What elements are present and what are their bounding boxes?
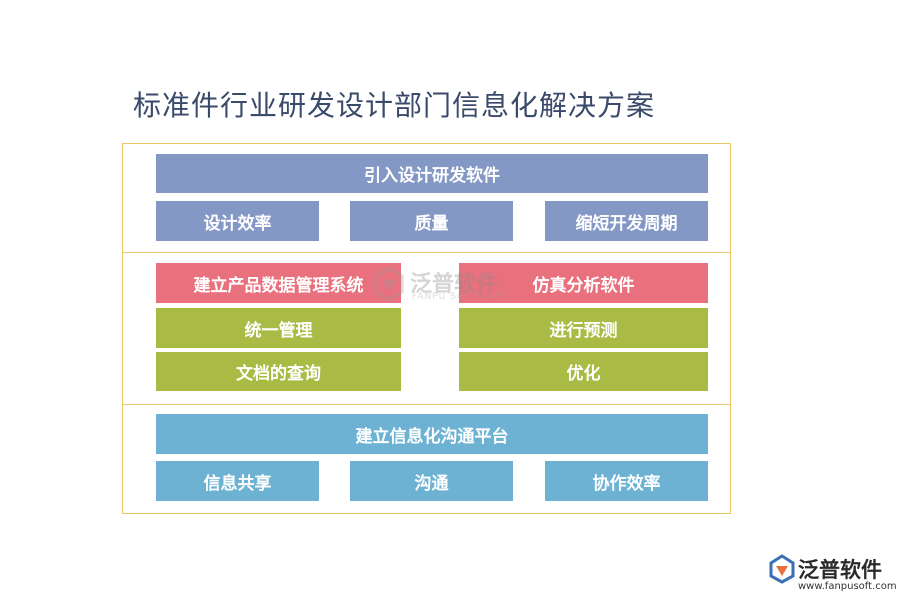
communication-header: 建立信息化沟通平台	[156, 414, 708, 454]
logo-url: www.fanpusoft.com	[798, 581, 897, 592]
unified-management-box: 统一管理	[156, 308, 401, 348]
quality-box: 质量	[350, 201, 513, 241]
design-software-header: 引入设计研发软件	[156, 154, 708, 193]
watermark: 泛普软件 FANPU SOFTWARE	[372, 266, 522, 306]
optimization-box: 优化	[459, 352, 708, 391]
watermark-sub: FANPU SOFTWARE	[412, 292, 508, 302]
pdm-header: 建立产品数据管理系统	[156, 263, 401, 303]
fanpu-logo-icon	[769, 554, 795, 584]
communication-box: 沟通	[350, 461, 513, 501]
simulation-header: 仿真分析软件	[459, 263, 708, 303]
collaboration-efficiency-box: 协作效率	[545, 461, 708, 501]
page-title: 标准件行业研发设计部门信息化解决方案	[133, 89, 656, 122]
shorten-cycle-box: 缩短开发周期	[545, 201, 708, 241]
section-communication	[122, 404, 731, 514]
logo-name: 泛普软件	[798, 558, 882, 582]
fanpu-logo: 泛普软件 www.fanpusoft.com	[768, 552, 897, 596]
watermark-name: 泛普软件	[410, 272, 499, 297]
fanpu-watermark-icon	[374, 266, 404, 302]
document-query-box: 文档的查询	[156, 352, 401, 391]
prediction-box: 进行预测	[459, 308, 708, 348]
design-efficiency-box: 设计效率	[156, 201, 319, 241]
info-sharing-box: 信息共享	[156, 461, 319, 501]
